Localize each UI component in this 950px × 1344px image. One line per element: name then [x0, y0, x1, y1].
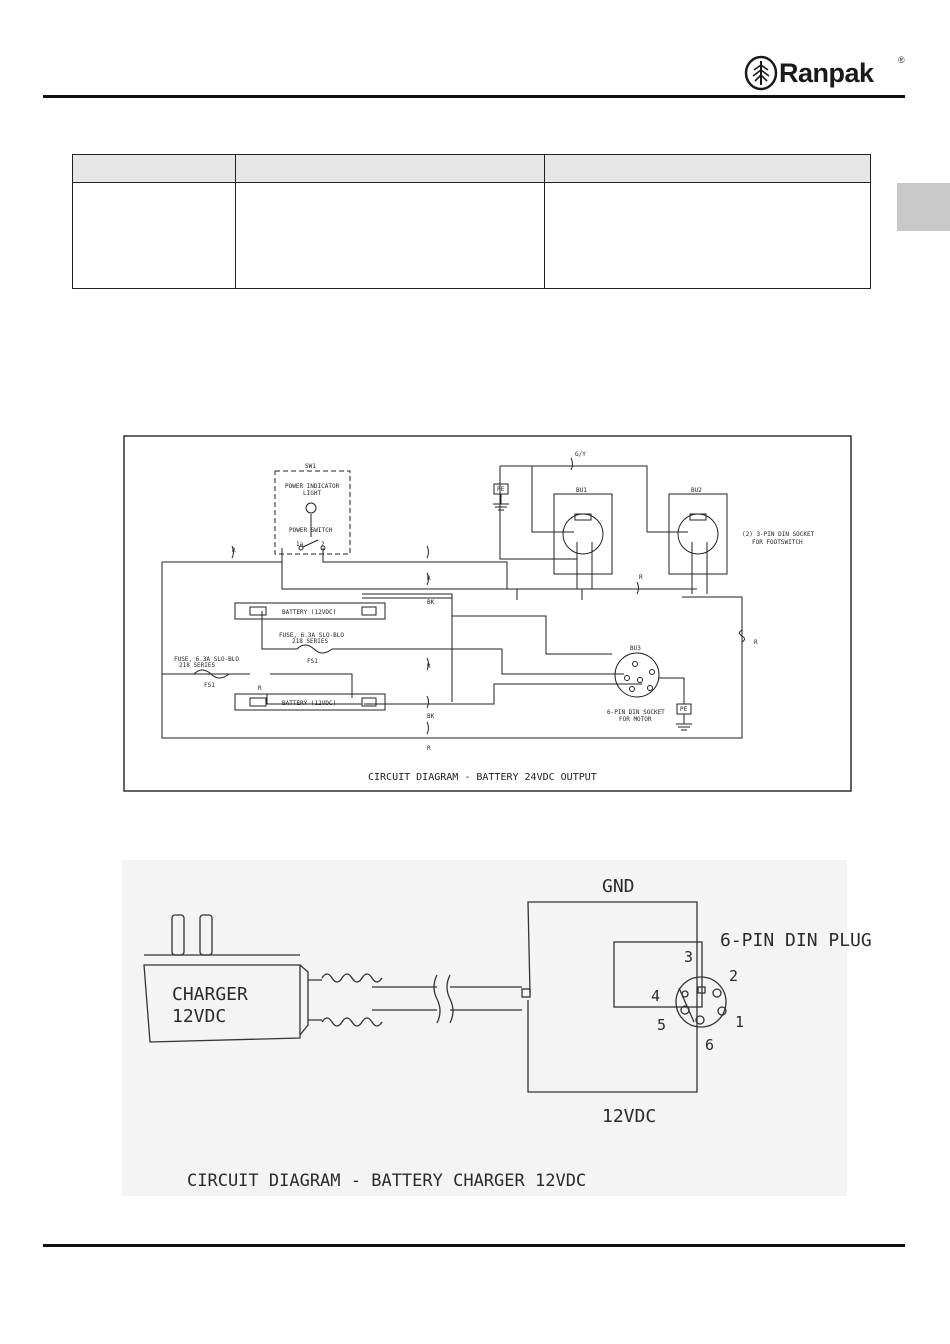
gnd-label: GND — [602, 876, 635, 897]
table-cell — [235, 154, 546, 183]
motor-socket-label: FOR MOTOR — [619, 716, 652, 723]
charger-drawing — [143, 901, 727, 1093]
table-cell — [71, 182, 237, 289]
fuse-series-label: 218 SERIES — [179, 662, 216, 669]
fuse-series-label: 218 SERIES — [292, 638, 329, 645]
pin-label: 3 — [684, 948, 693, 966]
table-cell — [235, 182, 546, 289]
pin-1a-label: 1a — [296, 541, 304, 548]
pe-label: PE — [497, 486, 505, 493]
wire-r-label: R — [754, 639, 758, 646]
diagram2-caption: CIRCUIT DIAGRAM - BATTERY CHARGER 12VDC — [187, 1171, 586, 1191]
ranpak-tree-icon — [744, 55, 778, 91]
wire-r-label: R — [427, 745, 431, 752]
wire-gy-label: G/Y — [575, 451, 586, 458]
charger-voltage-label: 12VDC — [172, 1006, 226, 1027]
charger-label: CHARGER — [172, 984, 248, 1005]
header-rule — [43, 95, 905, 98]
bu1-label: BU1 — [576, 487, 587, 494]
wire-r-label: R — [427, 663, 431, 670]
brand-name: Ranpak — [779, 58, 874, 88]
pin-label: 6 — [705, 1036, 714, 1054]
section-tab-marker — [897, 183, 950, 231]
ranpak-logo: Ranpak ® — [744, 55, 915, 97]
bu3-label: BU3 — [630, 645, 641, 652]
wire-r-label: R — [258, 685, 262, 692]
table-cell — [544, 154, 871, 183]
circuit-diagram-charger: CHARGER 12VDC GND 6-PIN DIN PLUG 12VDC 1… — [122, 860, 872, 1196]
wire-bk-label: BK — [427, 713, 435, 720]
pin-label: 2 — [729, 967, 738, 985]
footswitch-socket-label: (2) 3-PIN DIN SOCKET — [742, 531, 815, 538]
registered-mark: ® — [898, 55, 905, 65]
power-indicator-label: POWER INDICATOR — [285, 483, 340, 490]
table-header-row — [71, 154, 871, 183]
battery-label: BATTERY (12VDC) — [282, 609, 336, 616]
fs1-label: FS1 — [204, 682, 215, 689]
pin-label: 4 — [651, 987, 660, 1005]
wire-r-label: R — [639, 574, 643, 581]
footer-rule — [43, 1244, 905, 1247]
pe-label: PE — [680, 706, 688, 713]
diagram1-caption: CIRCUIT DIAGRAM - BATTERY 24VDC OUTPUT — [368, 772, 597, 783]
fs1-label: FS1 — [307, 658, 318, 665]
info-table — [71, 154, 871, 289]
sw1-label: SW1 — [305, 463, 316, 470]
pin-label: 5 — [657, 1016, 666, 1034]
fuse-label: FUSE, 6.3A SLO-BLO — [174, 656, 239, 663]
voltage-label: 12VDC — [602, 1106, 656, 1127]
power-switch-label: POWER SWITCH — [289, 527, 333, 534]
motor-socket-label: 6-PIN DIN SOCKET — [607, 709, 665, 716]
pin-label: 1 — [735, 1013, 744, 1031]
table-cell — [71, 154, 237, 183]
table-row — [71, 182, 871, 289]
wire-r-label: R — [232, 547, 236, 554]
circuit-diagram-24vdc: SW1 POWER INDICATOR LIGHT POWER SWITCH 1… — [123, 435, 852, 792]
fuse-label: FUSE, 6.3A SLO-BLO — [279, 632, 344, 639]
footswitch-socket-label: FOR FOOTSWITCH — [752, 539, 803, 546]
table-cell — [544, 182, 871, 289]
battery-label: BATTERY (12VDC) — [282, 700, 336, 707]
pin-2-label: 2 — [321, 541, 325, 548]
light-label: LIGHT — [303, 490, 321, 497]
din-plug-label: 6-PIN DIN PLUG — [720, 930, 872, 951]
bu2-label: BU2 — [691, 487, 702, 494]
wire-r-label: R — [427, 575, 431, 582]
wire-bk-label: BK — [427, 599, 435, 606]
